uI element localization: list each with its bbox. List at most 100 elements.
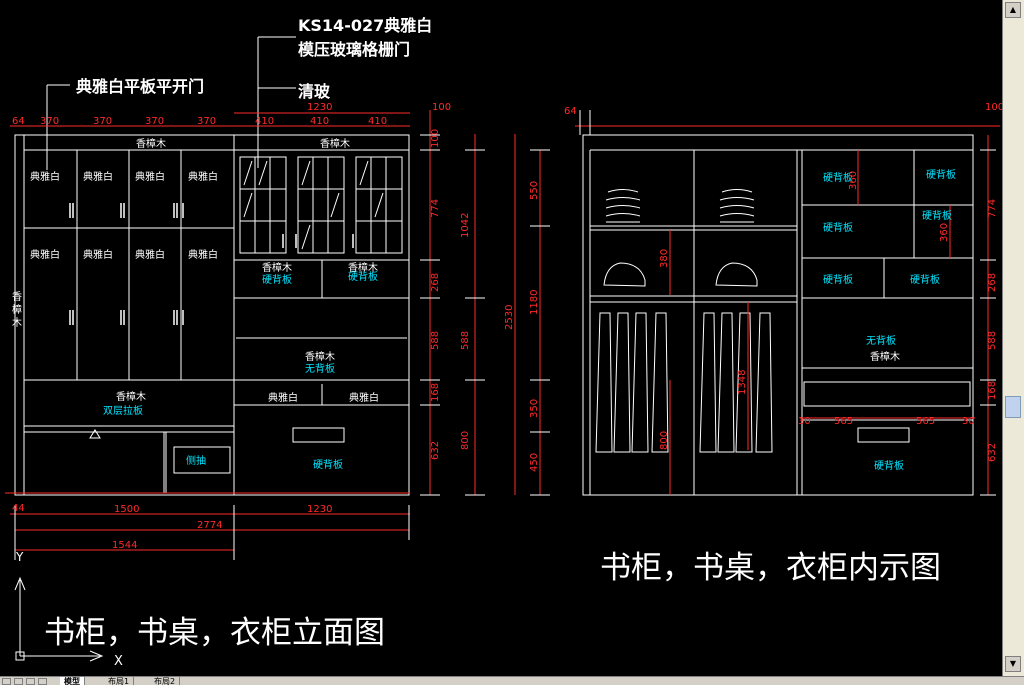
interior-dim-extensions [530, 110, 996, 496]
dim-v-1042: 1042 [460, 213, 471, 238]
tab-nav-next-button[interactable] [26, 678, 35, 685]
dim-v-2530: 2530 [504, 305, 515, 330]
label-xiangzhangmu-top-left: 香樟木 [136, 137, 166, 150]
label-int-back-3: 硬背板 [823, 221, 853, 234]
label-drawer-1: 典雅白 [268, 391, 298, 404]
callout-glass-door-line1: KS14-027典雅白 [298, 16, 432, 35]
scroll-thumb[interactable] [1005, 396, 1021, 418]
dim-right-top-64: 64 [564, 106, 577, 117]
dim-v-588b: 588 [460, 331, 471, 350]
dim-top-370a: 370 [40, 116, 59, 127]
dim-v-380: 380 [659, 249, 670, 268]
label-side-1: 香 [12, 291, 22, 303]
dim-bottom-1544: 1544 [112, 540, 137, 551]
dim-int-565b: 565 [916, 416, 935, 427]
dim-int-565a: 565 [834, 416, 853, 427]
label-door-1: 典雅白 [30, 170, 60, 183]
dim-top-410c: 410 [368, 116, 387, 127]
label-int-back-4: 硬背板 [922, 209, 952, 222]
drawing-canvas[interactable]: KS14-027典雅白 模压玻璃格栅门 典雅白平板平开门 清玻 香樟木 香樟木 … [0, 0, 1002, 676]
dim-int-30b: 30 [962, 416, 975, 427]
label-no-back-left: 无背板 [305, 362, 335, 375]
vertical-scrollbar[interactable]: ▲ ▼ [1002, 0, 1024, 676]
ucs-icon [14, 576, 104, 662]
interior-lines [582, 134, 974, 496]
dim-bottom-1230: 1230 [307, 504, 332, 515]
dim-top-370c: 370 [145, 116, 164, 127]
label-xiangzhangmu-top-right: 香樟木 [320, 137, 350, 150]
label-double-pull: 双层拉板 [103, 404, 143, 417]
dim-v-632: 632 [430, 441, 441, 460]
white-text-layer: KS14-027典雅白 模压玻璃格栅门 典雅白平板平开门 清玻 香樟木 香樟木 … [12, 16, 941, 669]
dim-v-360a: 360 [848, 171, 859, 190]
vertical-dims: 100 774 268 588 168 632 1042 588 800 253… [430, 129, 998, 472]
drawing-svg: KS14-027典雅白 模压玻璃格栅门 典雅白平板平开门 清玻 香樟木 香樟木 … [5, 16, 1002, 669]
tab-layout1[interactable]: 布局1 [104, 677, 135, 685]
label-int-no-back: 无背板 [866, 334, 896, 347]
dim-v-1348: 1348 [737, 370, 748, 395]
tab-nav-prev-button[interactable] [14, 678, 23, 685]
label-int-back-1: 硬背板 [823, 171, 853, 184]
dimension-text-layer: 1230 100 64 370 370 370 370 410 410 410 … [12, 102, 1002, 551]
dim-v-774: 774 [430, 199, 441, 218]
label-drawer-2: 典雅白 [349, 391, 379, 404]
dim-v-800: 800 [460, 431, 471, 450]
tab-nav-last-button[interactable] [38, 678, 47, 685]
dim-v-r-588: 588 [987, 331, 998, 350]
label-shelf-2: 香樟木 [348, 261, 378, 274]
dimension-extensions [14, 134, 485, 560]
dim-v-r-168: 168 [987, 381, 998, 400]
cyan-text-layer: 硬背板 硬背板 无背板 双层拉板 侧抽 硬背板 硬背板 硬背板 硬背板 硬背板 … [103, 168, 956, 472]
dim-top-1230: 1230 [307, 102, 332, 113]
callout-glass-door-line2: 模压玻璃格栅门 [298, 40, 410, 59]
dim-bottom-44: 44 [12, 503, 25, 514]
dim-top-410a: 410 [255, 116, 274, 127]
dim-v-350: 350 [529, 399, 540, 418]
tab-nav-first-button[interactable] [2, 678, 11, 685]
dim-right-top-100: 100 [985, 102, 1002, 113]
callout-flat-door: 典雅白平板平开门 [76, 77, 204, 96]
dimension-lines [5, 110, 476, 551]
tab-layout2[interactable]: 布局2 [150, 677, 181, 685]
scroll-up-button[interactable]: ▲ [1005, 2, 1021, 18]
callout-clear-glass: 清玻 [298, 82, 331, 101]
label-int-back-7: 硬背板 [874, 459, 904, 472]
label-int-back-5: 硬背板 [823, 273, 853, 286]
label-door-8: 典雅白 [188, 248, 218, 261]
dim-v-1180: 1180 [529, 290, 540, 315]
label-desk-top: 香樟木 [116, 390, 146, 403]
dim-v-588: 588 [430, 331, 441, 350]
dim-v-r-774: 774 [987, 199, 998, 218]
label-side-3: 木 [12, 317, 22, 329]
label-door-4: 典雅白 [188, 170, 218, 183]
layout-tab-bar: 模型 布局1 布局2 [0, 676, 1024, 685]
dim-int-30a: 30 [798, 416, 811, 427]
label-back-1: 硬背板 [262, 273, 292, 286]
scroll-down-button[interactable]: ▼ [1005, 656, 1021, 672]
dim-v-800b: 800 [659, 431, 670, 450]
label-shelf-1: 香樟木 [262, 261, 292, 274]
dim-top-100: 100 [432, 102, 451, 113]
label-shelf-3: 香樟木 [305, 350, 335, 363]
label-side-2: 樟 [12, 303, 22, 316]
callout-leaders [46, 36, 296, 170]
dim-v-r-632: 632 [987, 443, 998, 462]
elevation-lines [14, 134, 410, 496]
label-int-back-6: 硬背板 [910, 273, 940, 286]
dim-v-450: 450 [529, 453, 540, 472]
ucs-y-label: Y [15, 550, 24, 564]
label-door-3: 典雅白 [135, 170, 165, 183]
label-door-7: 典雅白 [135, 248, 165, 261]
tab-model[interactable]: 模型 [60, 677, 85, 685]
label-door-5: 典雅白 [30, 248, 60, 261]
interior-dimension-lines [514, 125, 1000, 495]
label-side-drawer: 侧抽 [186, 454, 206, 467]
title-left: 书柜，书桌，衣柜立面图 [44, 615, 385, 651]
dim-v-550: 550 [529, 181, 540, 200]
dim-top-370b: 370 [93, 116, 112, 127]
label-back-2: 硬背板 [348, 270, 378, 283]
dim-v-268: 268 [430, 273, 441, 292]
dim-v-360b: 360 [939, 223, 950, 242]
title-right: 书柜，书桌，衣柜内示图 [600, 550, 941, 586]
